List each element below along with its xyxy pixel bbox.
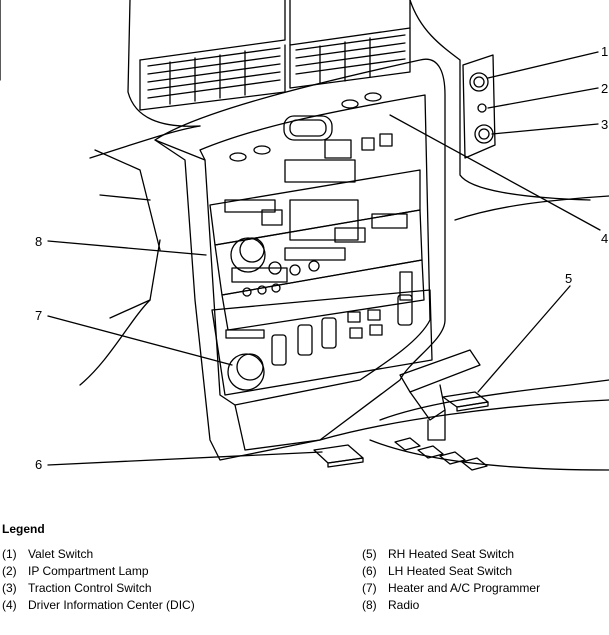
leader-line-1 <box>487 51 599 79</box>
callout-3: 3 <box>601 117 608 132</box>
legend-item: (5)RH Heated Seat Switch <box>362 547 515 561</box>
leader-line-5 <box>477 285 571 393</box>
callout-5: 5 <box>565 271 572 286</box>
air-vents <box>139 0 411 111</box>
callout-1: 1 <box>601 44 608 59</box>
legend: Legend (1)Valet Switch (2)IP Compartment… <box>0 522 609 632</box>
leader-line-4 <box>389 114 601 231</box>
legend-item: (7)Heater and A/C Programmer <box>362 581 541 595</box>
callout-labels: 1 2 3 4 5 6 7 8 <box>35 44 608 472</box>
callout-7: 7 <box>35 308 42 323</box>
callout-4: 4 <box>601 231 608 246</box>
legend-item: (2)IP Compartment Lamp <box>2 564 149 578</box>
legend-column-left: (1)Valet Switch (2)IP Compartment Lamp (… <box>2 546 195 614</box>
shift-console <box>319 349 609 471</box>
legend-column-right: (5)RH Heated Seat Switch (6)LH Heated Se… <box>362 546 540 614</box>
seat-heater-switches <box>313 391 489 468</box>
leader-line-6 <box>47 451 323 466</box>
legend-item: (4)Driver Information Center (DIC) <box>2 598 195 612</box>
leader-line-7 <box>47 315 233 366</box>
callout-2: 2 <box>601 81 608 96</box>
legend-item: (3)Traction Control Switch <box>2 581 152 595</box>
legend-item: (1)Valet Switch <box>2 547 94 561</box>
leader-line-2 <box>487 87 599 109</box>
leader-line-3 <box>491 123 599 135</box>
climate-control-unit <box>211 289 433 396</box>
legend-title: Legend <box>2 522 45 536</box>
callout-6: 6 <box>35 457 42 472</box>
side-switch-panel <box>462 54 496 159</box>
callout-8: 8 <box>35 234 42 249</box>
callout-leader-lines <box>47 51 601 466</box>
dashboard-outline <box>0 0 609 386</box>
upper-controls <box>229 92 382 162</box>
legend-item: (8)Radio <box>362 598 420 612</box>
dashboard-illustration: 1 2 3 4 5 6 7 8 <box>0 0 609 472</box>
legend-item: (6)LH Heated Seat Switch <box>362 564 513 578</box>
radio-unit <box>209 133 425 331</box>
leader-line-8 <box>47 240 207 256</box>
